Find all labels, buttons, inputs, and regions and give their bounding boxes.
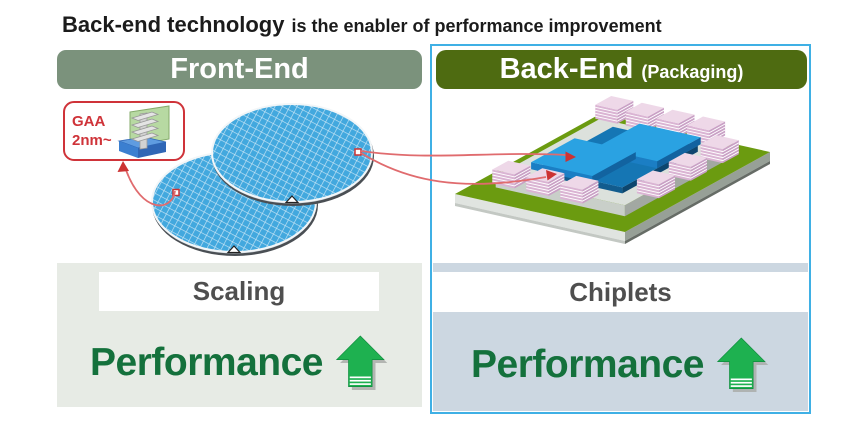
title-rest: is the enabler of performance improvemen… xyxy=(291,16,662,36)
gaa-line1: GAA xyxy=(72,112,106,130)
silicon-wafers-illustration xyxy=(151,103,374,256)
page-title: Back-end technology is the enabler of per… xyxy=(62,12,662,38)
front-end-summary-panel: Scaling Performance xyxy=(57,263,422,407)
back-end-header-suffix: (Packaging) xyxy=(641,62,744,82)
title-emphasis: Back-end technology xyxy=(62,12,285,37)
gaa-line2: 2nm~ xyxy=(72,132,112,149)
up-arrow-icon xyxy=(336,335,388,391)
front-end-header-label: Front-End xyxy=(170,53,309,85)
front-end-performance: Performance xyxy=(57,319,422,407)
up-arrow-icon xyxy=(717,337,769,393)
back-end-header: Back-End (Packaging) xyxy=(436,50,807,89)
scaling-label-box: Scaling xyxy=(99,272,379,311)
front-end-header: Front-End xyxy=(57,50,422,89)
back-end-summary-panel: Chiplets Performance xyxy=(433,263,808,411)
gaa-callout: GAA 2nm~ xyxy=(63,101,185,161)
wafer-top xyxy=(211,103,374,206)
gaa-callout-text: GAA 2nm~ xyxy=(72,112,112,151)
front-end-performance-label: Performance xyxy=(90,341,323,384)
gaa-transistor-illustration xyxy=(117,105,170,158)
chiplets-label-box: Chiplets xyxy=(433,272,808,312)
back-end-header-label: Back-End xyxy=(499,53,634,85)
chiplet-package-illustration xyxy=(455,96,770,244)
scaling-label: Scaling xyxy=(192,276,286,306)
back-end-performance: Performance xyxy=(433,319,808,411)
back-end-performance-label: Performance xyxy=(471,343,704,386)
chiplets-label: Chiplets xyxy=(569,276,672,307)
